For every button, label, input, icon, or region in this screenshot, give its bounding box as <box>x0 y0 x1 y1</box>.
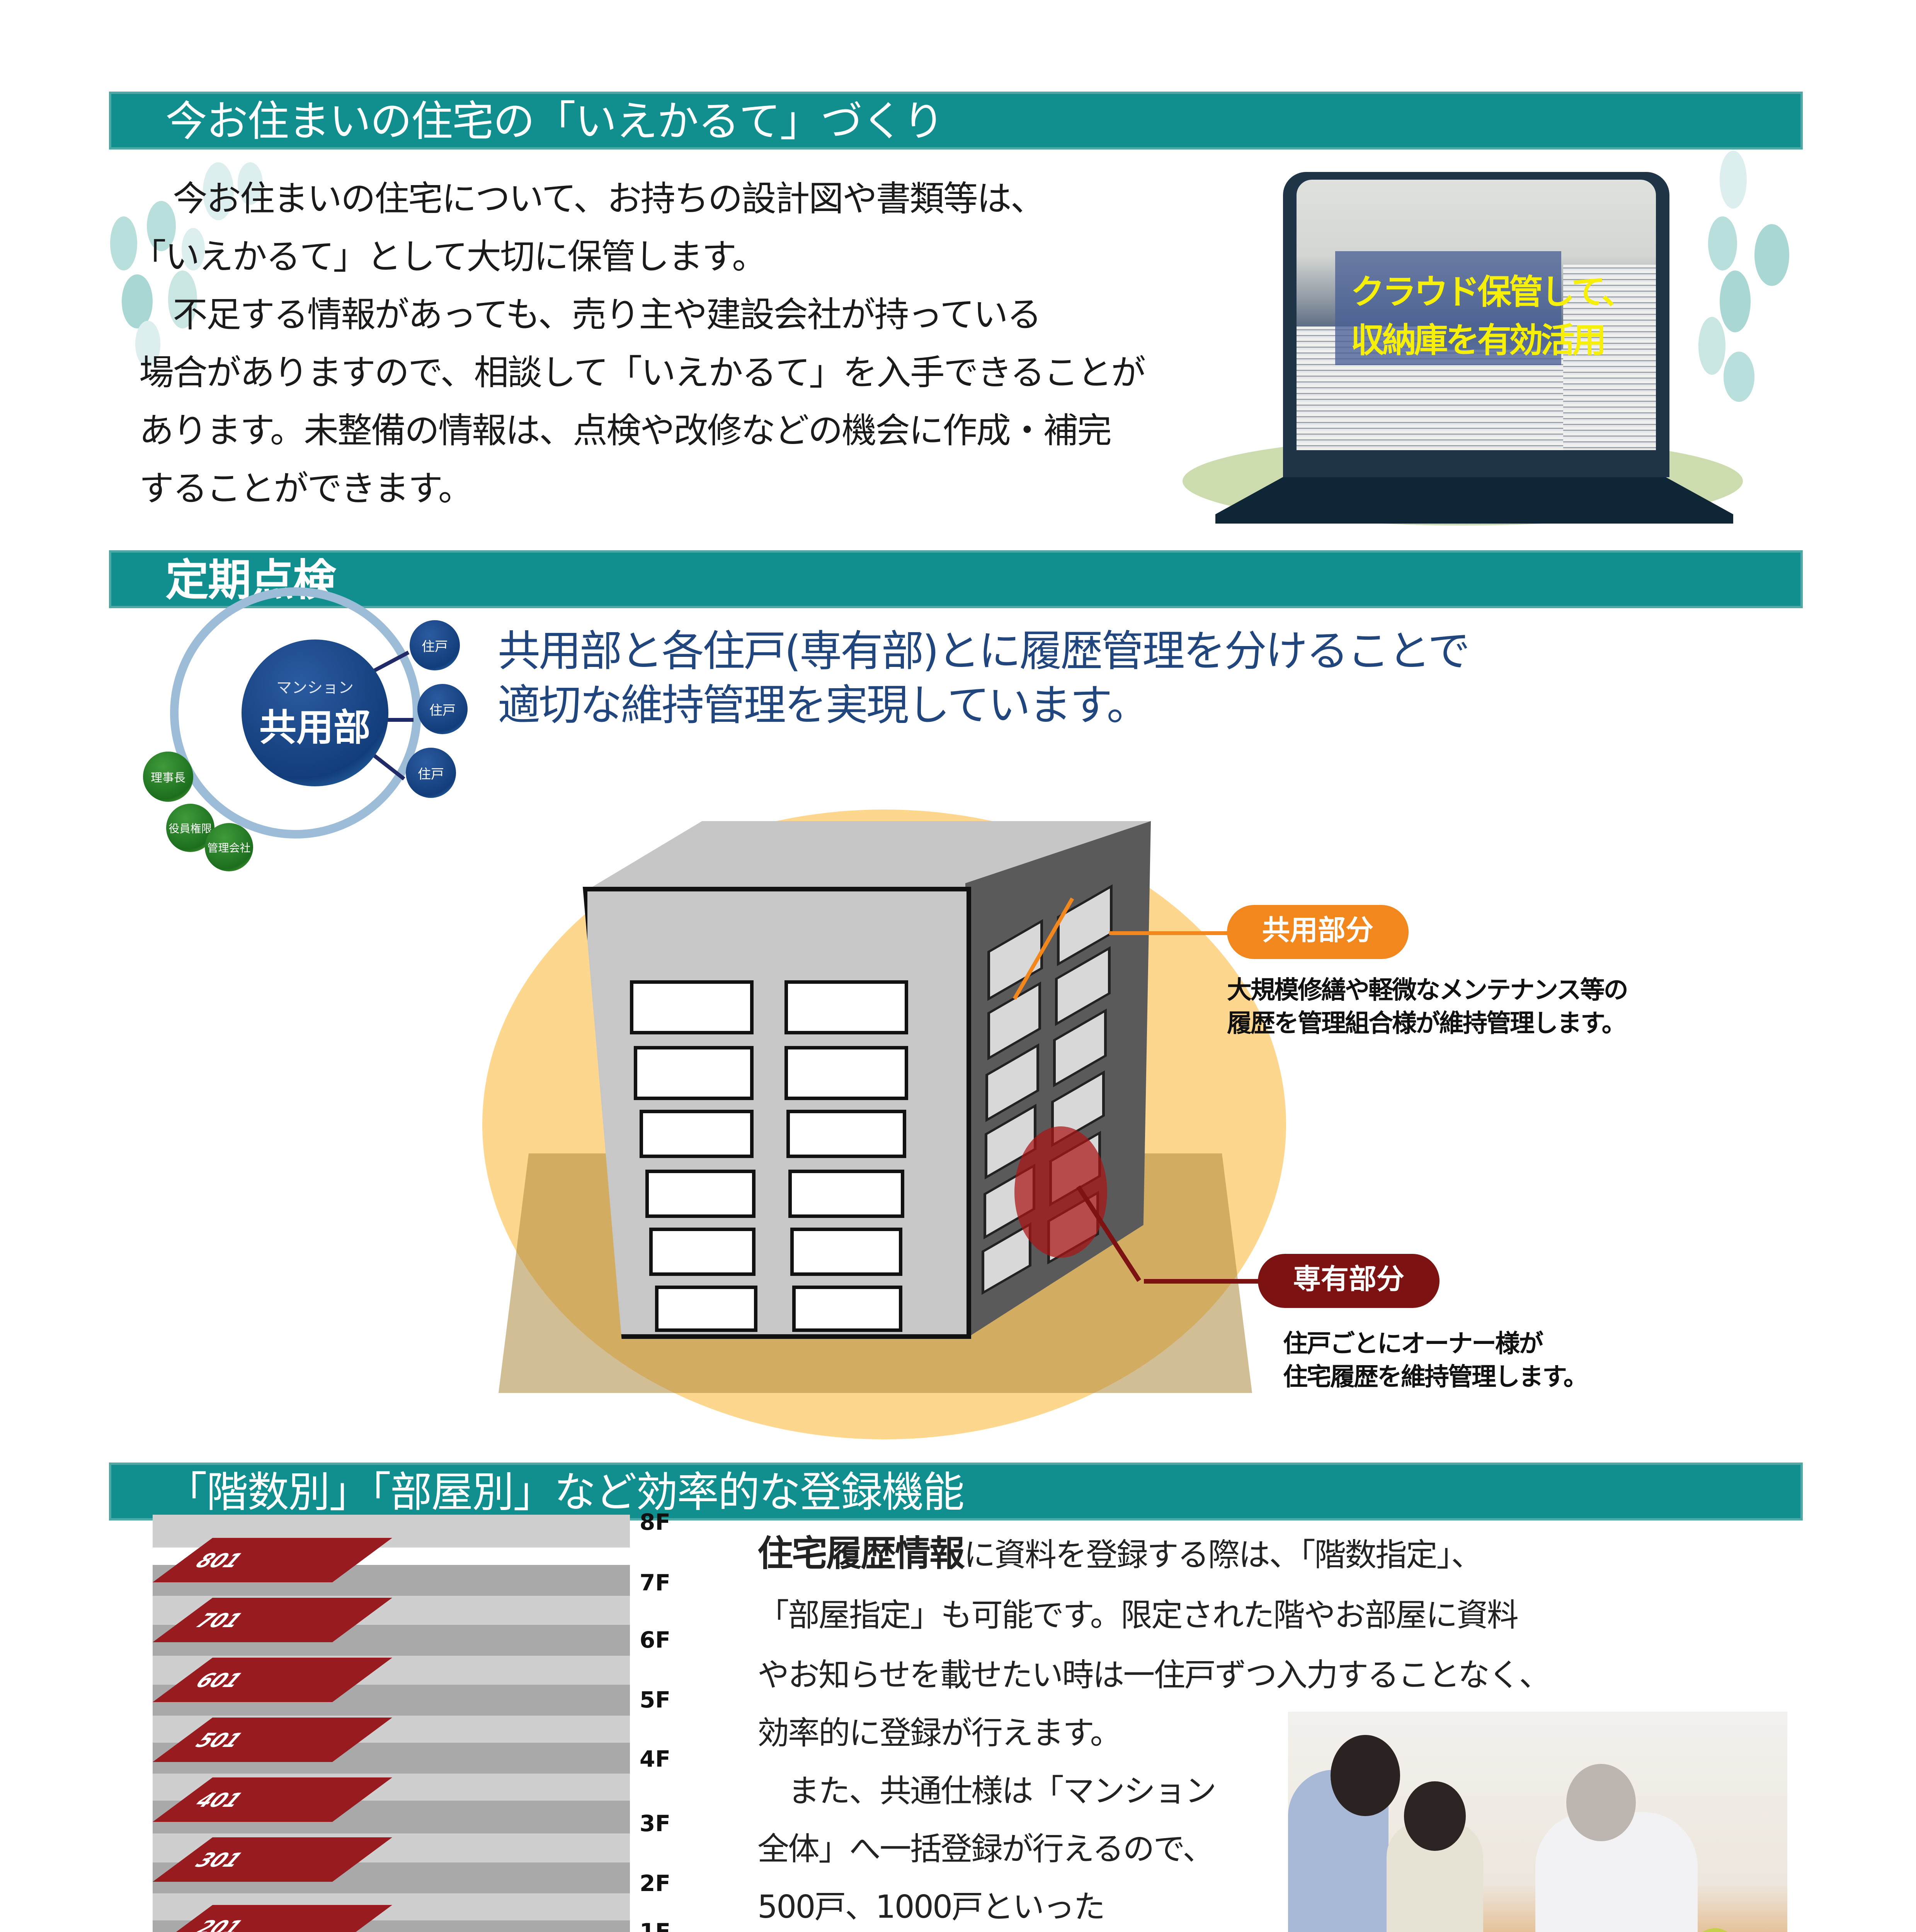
decor-bubble <box>168 270 197 328</box>
intro-paragraph-line: あります。未整備の情報は、点検や改修などの機会に作成・補完 <box>139 410 1112 451</box>
laptop-keyboard-base <box>1215 477 1733 524</box>
photo-apple <box>1690 1928 1740 1932</box>
lead-line: 共用部と各住戸(専有部)とに履歴管理を分けることで <box>498 626 1470 676</box>
room-number: 701 <box>191 1609 247 1632</box>
family-photo <box>1288 1712 1787 1932</box>
paper-stack <box>1424 350 1571 450</box>
registration-paragraph-line: 「部屋指定」も可能です。限定された階やお部屋に資料 <box>757 1597 1519 1634</box>
section-header-registration: 「階数別」「部屋別」など効率的な登録機能 <box>109 1463 1803 1520</box>
common-area-desc: 大規模修繕や軽微なメンテナンス等の <box>1227 976 1628 1005</box>
room-number: 801 <box>191 1549 247 1572</box>
member-node-management-company: 管理会社 <box>205 823 253 871</box>
room-number: 501 <box>191 1729 247 1752</box>
room-number: 301 <box>191 1849 247 1871</box>
intro-paragraph-line: することができます。 <box>139 468 473 509</box>
decor-bubble <box>1698 317 1725 375</box>
window <box>790 1228 902 1276</box>
decor-bubble <box>135 321 160 367</box>
window <box>655 1286 757 1332</box>
photo-figure-head <box>1404 1781 1466 1851</box>
common-area-node: マンション 共用部 <box>242 639 388 786</box>
window <box>649 1228 756 1276</box>
window <box>630 980 754 1034</box>
lead-line: 適切な維持管理を実現しています。 <box>498 680 1149 730</box>
unit-node: 住戸 <box>410 620 460 670</box>
private-area-tag: 専有部分 <box>1258 1254 1440 1308</box>
decor-bubble <box>1724 352 1754 402</box>
registration-paragraph-line: 全体」へ一括登録が行えるので、 <box>757 1831 1214 1867</box>
common-area-desc: 履歴を管理組合様が維持管理します。 <box>1227 1009 1627 1038</box>
unit-node: 住戸 <box>417 684 468 734</box>
paper-stack <box>1563 265 1656 450</box>
window <box>792 1286 902 1332</box>
paragraph-text: に資料を登録する際は、「階数指定」、 <box>964 1537 1483 1573</box>
callout-line-common <box>1109 931 1233 935</box>
room-number: 201 <box>191 1917 247 1932</box>
decor-bubble <box>238 162 263 205</box>
window <box>640 1110 754 1158</box>
decor-bubble <box>122 274 153 328</box>
decor-bubble <box>1720 270 1751 332</box>
private-area-desc: 住宅履歴を維持管理します。 <box>1283 1363 1588 1391</box>
decor-bubble <box>147 201 176 251</box>
decor-bubble <box>182 228 205 270</box>
node-small-label: マンション <box>276 679 354 697</box>
caption-line: クラウド保管して、 <box>1351 272 1635 312</box>
callout-line-private <box>1144 1279 1264 1284</box>
floor-label: 6F <box>640 1627 670 1653</box>
intro-paragraph-line: 「いえかるて」として大切に保管します。 <box>131 236 767 277</box>
section-header-inspection: 定期点検 <box>109 550 1803 608</box>
intro-paragraph-line: 今お住まいの住宅について、お持ちの設計図や書類等は、 <box>139 179 1045 219</box>
window <box>645 1170 756 1218</box>
decor-bubble <box>1754 224 1789 286</box>
window <box>784 1046 908 1100</box>
section-title: 「階数別」「部屋別」など効率的な登録機能 <box>165 1468 965 1517</box>
building-icon <box>583 887 971 1339</box>
caption-line: 収納庫を有効活用 <box>1351 320 1606 360</box>
node-large-label: 共用部 <box>259 706 371 749</box>
floor-label: 2F <box>640 1870 670 1896</box>
floor-label: 4F <box>640 1746 670 1772</box>
intro-paragraph-line: 不足する情報があっても、売り主や建設会社が持っている <box>139 294 1042 335</box>
emphasis-text: 住宅履歴情報 <box>757 1533 965 1574</box>
window <box>634 1046 754 1100</box>
registration-paragraph-line: また、共通仕様は「マンション <box>757 1773 1217 1810</box>
window <box>786 1110 906 1158</box>
floor-label: 1F <box>640 1918 670 1932</box>
decor-bubble <box>110 216 137 270</box>
common-area-tag: 共用部分 <box>1227 905 1409 959</box>
photo-figure-head <box>1331 1735 1400 1816</box>
floor-label: 8F <box>640 1509 670 1535</box>
decor-bubble <box>1708 216 1737 270</box>
decor-bubble <box>203 162 234 220</box>
floor-label: 3F <box>640 1810 670 1837</box>
unit-node: 住戸 <box>406 748 456 798</box>
intro-paragraph-line: 場合がありますので、相談して「いえかるて」を入手できることが <box>139 352 1146 393</box>
diagram-connector <box>377 718 413 722</box>
decor-bubble <box>1720 151 1747 209</box>
floor-label: 5F <box>640 1687 670 1713</box>
section-header-iekarute: 今お住まいの住宅の「いえかるて」づくり <box>109 92 1803 150</box>
room-number: 401 <box>191 1789 247 1811</box>
window <box>784 980 908 1034</box>
room-number: 601 <box>191 1669 247 1692</box>
photo-figure-head <box>1566 1764 1636 1841</box>
private-unit-highlight <box>1014 1126 1107 1258</box>
laptop-caption: クラウド保管して、 収納庫を有効活用 <box>1335 251 1635 365</box>
window <box>788 1170 904 1218</box>
registration-paragraph-line: やお知らせを載せたい時は一住戸ずつ入力することなく、 <box>757 1657 1551 1694</box>
registration-paragraph-line: 住宅履歴情報に資料を登録する際は、「階数指定」、 <box>757 1522 1483 1587</box>
section-title: 今お住まいの住宅の「いえかるて」づくり <box>165 97 944 146</box>
floor-label: 7F <box>640 1570 670 1596</box>
registration-paragraph-line: 効率的に登録が行えます。 <box>757 1715 1122 1752</box>
registration-paragraph-line: 500戸、1000戸といった <box>757 1889 1105 1925</box>
member-node-chairman: 理事長 <box>143 752 193 802</box>
private-area-desc: 住戸ごとにオーナー様が <box>1283 1330 1543 1358</box>
